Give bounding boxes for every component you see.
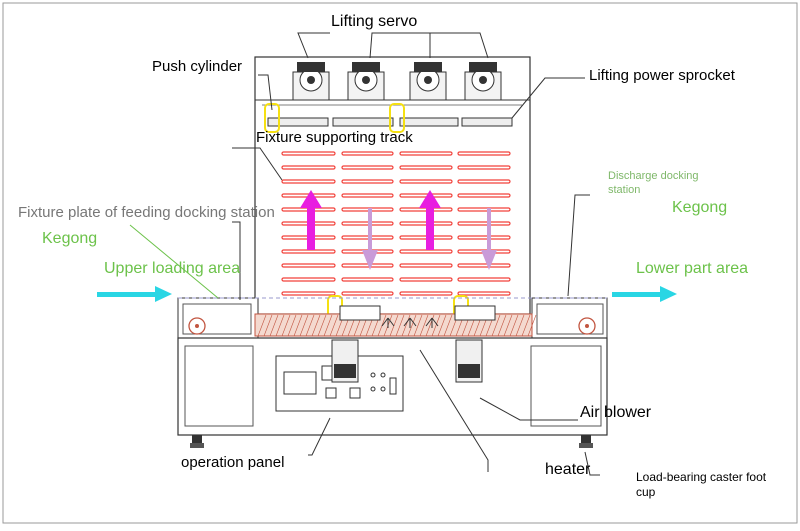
heater-bar [457, 151, 511, 156]
label-discharge-docking-1: Discharge docking [608, 170, 699, 182]
heater-bar [281, 151, 336, 156]
label-push-cylinder: Push cylinder [152, 58, 243, 75]
heater-bar [341, 207, 394, 212]
label-operation-panel: operation panel [181, 454, 285, 471]
caster-icon [190, 435, 204, 448]
heater-bar [341, 291, 394, 296]
blower-motor-icon [455, 339, 483, 383]
servo-motor-icon [347, 62, 385, 101]
heater-bar [399, 263, 453, 268]
label-lower-part-area: Lower part area [636, 260, 749, 277]
heater-bar [399, 179, 453, 184]
leader-lines [232, 32, 600, 476]
heater-bar [457, 207, 511, 212]
caster-icon [579, 435, 593, 448]
heater-bar [457, 263, 511, 268]
heater-elements [381, 317, 439, 328]
heater-bar [281, 277, 336, 282]
servo-motor-icon [409, 62, 447, 101]
heater-bar [399, 151, 453, 156]
heater-bar [399, 291, 453, 296]
heater-bar [341, 165, 394, 170]
right-docking-table [531, 297, 608, 339]
label-discharge-docking-2: station [608, 184, 641, 196]
heater-bar [457, 235, 511, 240]
up-arrow-left [300, 190, 322, 250]
blower-motor-icon [331, 339, 359, 383]
fan-icon [578, 317, 596, 335]
heater-bar [341, 151, 394, 156]
label-upper-loading-area: Upper loading area [104, 260, 241, 277]
heater-bar [281, 291, 336, 296]
fan-icon [188, 317, 206, 335]
heater-bar [457, 221, 511, 226]
heater-bar [341, 193, 394, 198]
heater-bar [457, 291, 511, 296]
heater-bar [341, 179, 394, 184]
heater-bar [457, 193, 511, 198]
servo-motor-icon [464, 62, 502, 101]
heater-bar [341, 263, 394, 268]
feed-out-arrow [612, 286, 677, 302]
down-arrow-right [481, 208, 497, 270]
heater-bar [399, 165, 453, 170]
heater-bar [281, 165, 336, 170]
label-lifting-power-sprocket: Lifting power sprocket [589, 67, 735, 84]
label-lifting-servo: Lifting servo [331, 13, 418, 30]
heater-bar [281, 179, 336, 184]
sprocket-shafts [267, 117, 513, 127]
label-kegong-left: Kegong [42, 230, 98, 247]
diagram-border [2, 2, 798, 524]
heater-bar [341, 235, 394, 240]
feed-in-arrow [97, 286, 172, 302]
heater-bar [399, 277, 453, 282]
label-heater: heater [545, 461, 591, 478]
heater-bar [281, 263, 336, 268]
label-kegong-right: Kegong [672, 199, 728, 216]
heater-bar [341, 221, 394, 226]
down-arrow-left [362, 208, 378, 270]
heater-bar [341, 277, 394, 282]
label-air-blower: Air blower [580, 404, 652, 421]
servo-motor-icon [292, 62, 330, 101]
label-fixture-supporting-track: Fixture supporting track [256, 129, 413, 146]
heater-bar [457, 277, 511, 282]
heater-bar [457, 165, 511, 170]
heater-bar [457, 179, 511, 184]
leader-lines-green [129, 224, 219, 299]
label-fixture-plate-feeding: Fixture plate of feeding docking station [18, 204, 275, 221]
label-caster-1: Load-bearing caster foot [636, 470, 767, 484]
label-caster-2: cup [636, 485, 656, 499]
up-arrow-right [419, 190, 441, 250]
